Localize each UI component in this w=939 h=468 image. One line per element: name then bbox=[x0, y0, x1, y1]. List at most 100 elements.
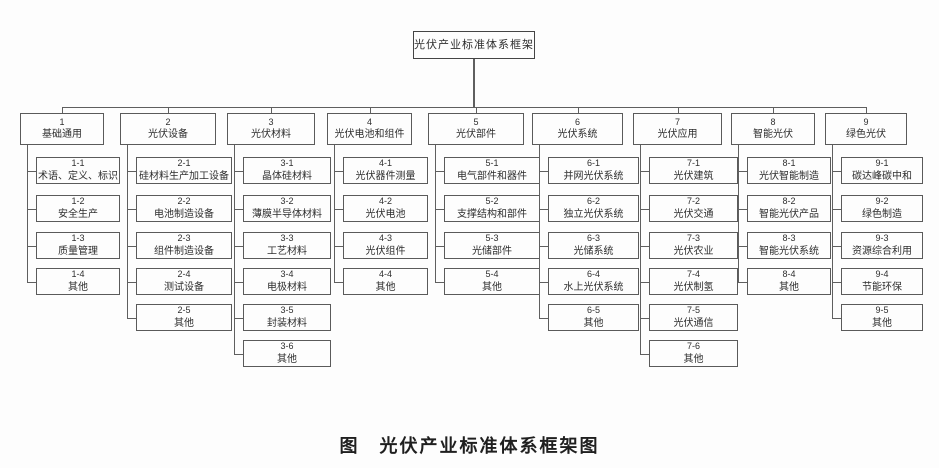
node-6-1-number: 6-1 bbox=[586, 158, 600, 169]
node-8-4-number: 8-4 bbox=[782, 269, 796, 280]
connector-branch bbox=[27, 281, 36, 283]
node-7-1-label: 光伏建筑 bbox=[673, 170, 714, 182]
node-9-1-number: 9-1 bbox=[875, 158, 889, 169]
caption-title: 光伏产业标准体系框架图 bbox=[379, 436, 600, 456]
connector-branch bbox=[738, 170, 747, 172]
connector-branch bbox=[640, 281, 649, 283]
connector-branch bbox=[539, 245, 548, 247]
node-8-3-number: 8-3 bbox=[782, 233, 796, 244]
connector-branch bbox=[738, 245, 747, 247]
connector-branch bbox=[640, 170, 649, 172]
node-7-number: 7 bbox=[674, 116, 680, 127]
node-9-label: 绿色光伏 bbox=[846, 129, 886, 141]
node-1-4-label: 其他 bbox=[68, 281, 88, 293]
node-2-label: 光伏设备 bbox=[148, 129, 188, 141]
connector-branch bbox=[127, 281, 136, 283]
node-3-number: 3 bbox=[268, 116, 274, 127]
node-3-2-label: 薄膜半导体材料 bbox=[252, 208, 322, 220]
node-4-3-label: 光伏组件 bbox=[365, 245, 406, 257]
node-2-4-number: 2-4 bbox=[177, 269, 191, 280]
node-5-1-label: 电气部件和器件 bbox=[457, 170, 527, 182]
connector-branch bbox=[234, 317, 243, 319]
node-3-3-number: 3-3 bbox=[280, 233, 294, 244]
node-1-2-label: 安全生产 bbox=[58, 208, 98, 220]
connector-branch bbox=[127, 208, 136, 210]
connector-branch bbox=[738, 208, 747, 210]
node-9-4-label: 节能环保 bbox=[862, 281, 902, 293]
node-2-1-label: 硅材料生产加工设备 bbox=[139, 170, 229, 182]
connector-branch bbox=[435, 281, 444, 283]
connector-trunk bbox=[435, 145, 436, 282]
node-3-6-label: 其他 bbox=[277, 353, 297, 365]
node-6-5-label: 其他 bbox=[583, 317, 604, 329]
node-8-1-number: 8-1 bbox=[782, 158, 796, 169]
connector-branch bbox=[234, 281, 243, 283]
connector-branch bbox=[832, 170, 841, 172]
node-2-5-number: 2-5 bbox=[177, 305, 191, 316]
node-9-5-number: 9-5 bbox=[875, 305, 889, 316]
node-6-5-number: 6-5 bbox=[586, 305, 600, 316]
connector-branch bbox=[127, 170, 136, 172]
connector-stub bbox=[62, 107, 63, 113]
node-6-number: 6 bbox=[574, 116, 580, 127]
node-7-2-number: 7-2 bbox=[686, 196, 700, 207]
node-2-3-number: 2-3 bbox=[177, 233, 191, 244]
node-2-4-label: 测试设备 bbox=[164, 281, 204, 293]
node-7-6-number: 7-6 bbox=[686, 341, 700, 352]
connector-root-stem bbox=[473, 59, 475, 107]
node-2-number: 2 bbox=[165, 116, 171, 127]
connector-trunk bbox=[27, 145, 28, 282]
node-1-1-label: 术语、定义、标识 bbox=[38, 170, 118, 182]
connector-branch bbox=[539, 208, 548, 210]
node-8-2-number: 8-2 bbox=[782, 196, 796, 207]
node-6-2-number: 6-2 bbox=[586, 196, 600, 207]
node-6-3-label: 光储系统 bbox=[573, 245, 614, 257]
connector-branch bbox=[435, 245, 444, 247]
root-node: 光伏产业标准体系框架 bbox=[413, 31, 535, 59]
node-4-label: 光伏电池和组件 bbox=[334, 129, 405, 141]
figure-caption: 图光伏产业标准体系框架图 bbox=[0, 432, 939, 458]
node-6-3-number: 6-3 bbox=[586, 233, 600, 244]
node-7-5-number: 7-5 bbox=[686, 305, 700, 316]
node-8-label: 智能光伏 bbox=[753, 129, 793, 141]
node-5-4-label: 其他 bbox=[482, 281, 502, 293]
node-5-3-number: 5-3 bbox=[485, 233, 499, 244]
node-9-3-label: 资源综合利用 bbox=[852, 245, 912, 257]
connector-branch bbox=[334, 281, 343, 283]
node-1-1-number: 1-1 bbox=[71, 158, 85, 169]
node-2-5-label: 其他 bbox=[174, 317, 194, 329]
node-1-number: 1 bbox=[59, 116, 65, 127]
connector-stub bbox=[369, 107, 371, 113]
node-8-1-label: 光伏智能制造 bbox=[759, 170, 819, 182]
node-7-6-label: 其他 bbox=[683, 353, 704, 365]
connector-stub bbox=[677, 107, 679, 113]
